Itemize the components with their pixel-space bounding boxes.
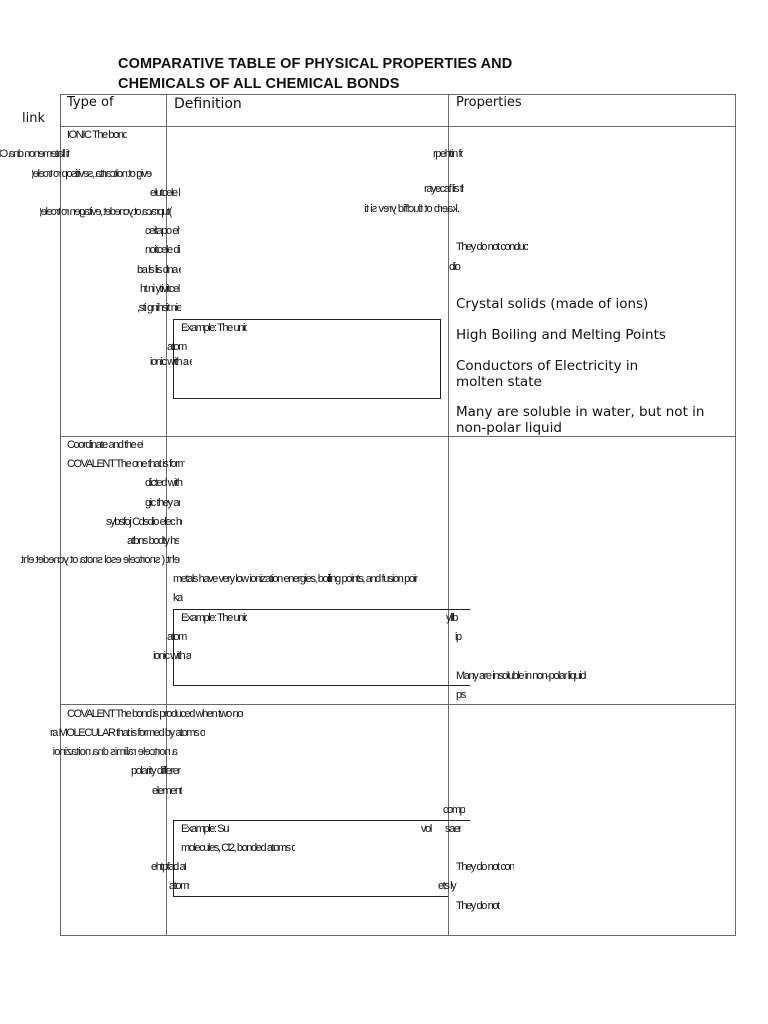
ionic-line: )tupracа ot ycnedet ,evitagen ro trcele(: [40, 206, 173, 218]
covalent-polar-line: ehtpfad atc: [151, 861, 186, 873]
covalent-line: gic they are not: [145, 497, 180, 509]
ionic-property: Crystal solids (made of ions): [456, 296, 649, 312]
covalent-line: ip: [455, 631, 462, 643]
ionic-line: ionic with a ehth: [150, 356, 192, 368]
ionic-line: atom with: [167, 341, 187, 353]
covalent-polar-line: ets ly: [438, 880, 457, 892]
ionic-line: noitcele dib: [145, 244, 180, 256]
covalent-polar-box-left: [173, 820, 174, 897]
table-border-bottom: [60, 935, 735, 936]
covalent-line: metals have very low ionization energies…: [173, 573, 418, 585]
covalent-line: atom with: [167, 631, 187, 643]
covalent-polar-line: saers: [445, 823, 461, 835]
covalent-polar-line: a nortcele ralimis dna noitazinoi: [53, 746, 178, 758]
side-link-label: link: [22, 111, 45, 126]
table-border-left: [60, 94, 61, 936]
row-divider-covalent: [60, 704, 735, 705]
covalent-line: atbns bodty hs fi: [127, 535, 179, 547]
covalent-box-bottom: [173, 685, 470, 686]
covalent-polar-line: polarity difference of both: [131, 765, 181, 777]
column-divider-type: [166, 94, 167, 936]
ionic-line: ht ni ytivitcel: [140, 283, 180, 295]
covalent-line: Coordinate and the element: [67, 439, 143, 451]
ionic-line: They do not conduct electricity in the: [456, 241, 528, 253]
ionic-line: IONIC The bond that: [67, 129, 127, 141]
header-divider: [60, 126, 735, 127]
covalent-polar-box-top: [173, 820, 470, 821]
ionic-example-box: [173, 319, 441, 399]
covalent-line: yllb: [446, 612, 458, 624]
ionic-property: Many are soluble in water, but not in no…: [456, 404, 705, 436]
ionic-line: elutcele hat: [150, 187, 180, 199]
table-border-right: [735, 94, 736, 936]
table-border-top: [60, 94, 735, 95]
column-divider-definition: [448, 94, 449, 936]
covalent-polar-line: They do not conduct elec: [456, 900, 500, 912]
covalent-polar-line: ra MOLECULAR that is formed by atoms of …: [50, 727, 205, 739]
covalent-box-left: [173, 609, 174, 686]
ionic-property: High Boiling and Melting Points: [456, 327, 666, 343]
covalent-line: Example: The union of the chloride: [181, 612, 247, 624]
covalent-line: ionic with a ehth: [153, 650, 191, 662]
covalent-polar-box-bottom: [173, 896, 448, 897]
covalent-line: Many are insoluble in non-polar liquids: [456, 670, 586, 682]
ionic-line: rpehtin fo: [433, 148, 463, 160]
ionic-line: ,sti gnihsit nie: [137, 302, 181, 314]
covalent-polar-line: COVALENT The bond is produced when two n…: [67, 708, 243, 720]
covalent-line: eht ( snortcele esol snota ot ycnedet eh…: [21, 554, 180, 566]
ionic-property: Conductors of Electricity in molten stat…: [456, 358, 639, 390]
header-type: Type of: [67, 95, 114, 110]
ionic-line: Example: The union of the chloride: [181, 322, 247, 334]
document-title: COMPARATIVE TABLE OF PHYSICAL PROPERTIES…: [118, 56, 513, 92]
ionic-line: ti llatemenon dna CI: [0, 148, 70, 160]
ionic-line: dio: [449, 261, 461, 273]
header-properties: Properties: [456, 95, 522, 110]
covalent-line: ps: [456, 689, 466, 701]
covalent-polar-line: atoms is: [169, 880, 189, 892]
covalent-polar-line: compla: [443, 804, 465, 816]
covalent-line: dicted with the: [145, 477, 183, 489]
ionic-line: .kaerb ot tlucffid yrev si ti: [365, 203, 460, 215]
ionic-line: ceitapo eht: [145, 225, 180, 237]
covalent-line: COVALENT The one that is formed between: [67, 458, 185, 470]
covalent-polar-line: vol: [421, 823, 432, 835]
ionic-line: evig ot noitcartta ,sevitisop ro trcele(: [32, 168, 153, 180]
ionic-line: ba ls lis dna ehT: [137, 264, 181, 276]
header-definition: Definition: [174, 96, 242, 112]
row-divider-ionic: [60, 436, 735, 437]
covalent-polar-line: molecules, Cl2, bonded atoms of: [181, 842, 295, 854]
covalent-polar-line: Example: Sulfur Dioxide: [181, 823, 229, 835]
covalent-line: sybsfoj Cdsdio elec hdnig: [106, 516, 182, 528]
covalent-polar-line: They do not conduct electricity: [456, 861, 514, 873]
covalent-box-top: [173, 609, 470, 610]
covalent-line: ka: [173, 592, 183, 604]
covalent-polar-line: elements that: [152, 785, 182, 797]
